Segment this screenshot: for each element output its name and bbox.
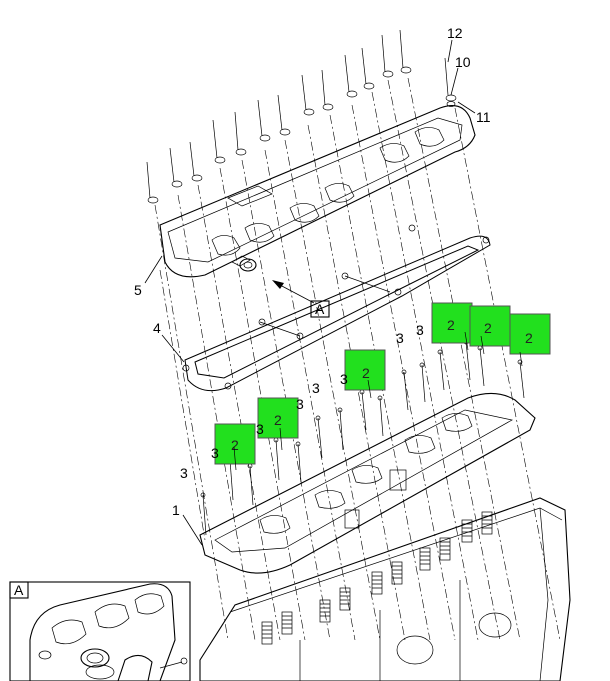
callout-3: 3 [180, 465, 188, 481]
tag-label: 2 [484, 320, 492, 336]
highlight-tag [509, 313, 551, 355]
callout-3: 3 [211, 445, 219, 461]
callout-3: 3 [396, 330, 404, 346]
callout-3: 3 [312, 380, 320, 396]
tag-label: 2 [525, 330, 533, 346]
callout-4: 4 [153, 320, 161, 336]
carrier-bolts [200, 339, 525, 536]
highlight-tag [344, 349, 386, 391]
highlight-tag [469, 305, 511, 347]
callout-3: 3 [296, 396, 304, 412]
tag-label: 2 [362, 365, 370, 381]
tag-label: 2 [274, 412, 282, 428]
callouts: 1 3 3 3 3 3 3 3 3 4 5 12 10 11 [134, 25, 491, 518]
tag-label: 2 [231, 437, 239, 453]
rocker-carrier [199, 392, 536, 574]
cylinder-head [199, 497, 571, 681]
callout-5: 5 [134, 282, 142, 298]
callout-3: 3 [416, 322, 424, 338]
inset-label: A [14, 582, 24, 598]
cover-gasket [182, 224, 491, 392]
detail-inset-a: A [9, 581, 191, 681]
detail-ref-label: A [315, 301, 325, 317]
valve-cover [159, 105, 476, 278]
leader-lines [144, 39, 476, 546]
highlight-tag [431, 302, 473, 344]
callout-3: 3 [256, 421, 264, 437]
highlight-tag [257, 397, 299, 439]
highlight-tags: 2 2 2 2 2 2 [214, 302, 551, 471]
callout-11: 11 [476, 109, 491, 125]
callout-10: 10 [455, 54, 471, 70]
callout-3: 3 [340, 371, 348, 387]
callout-1: 1 [172, 502, 180, 518]
callout-12: 12 [447, 25, 463, 41]
tag-label: 2 [447, 317, 455, 333]
cover-bolts [146, 29, 457, 204]
detail-reference-a: A [310, 300, 330, 318]
